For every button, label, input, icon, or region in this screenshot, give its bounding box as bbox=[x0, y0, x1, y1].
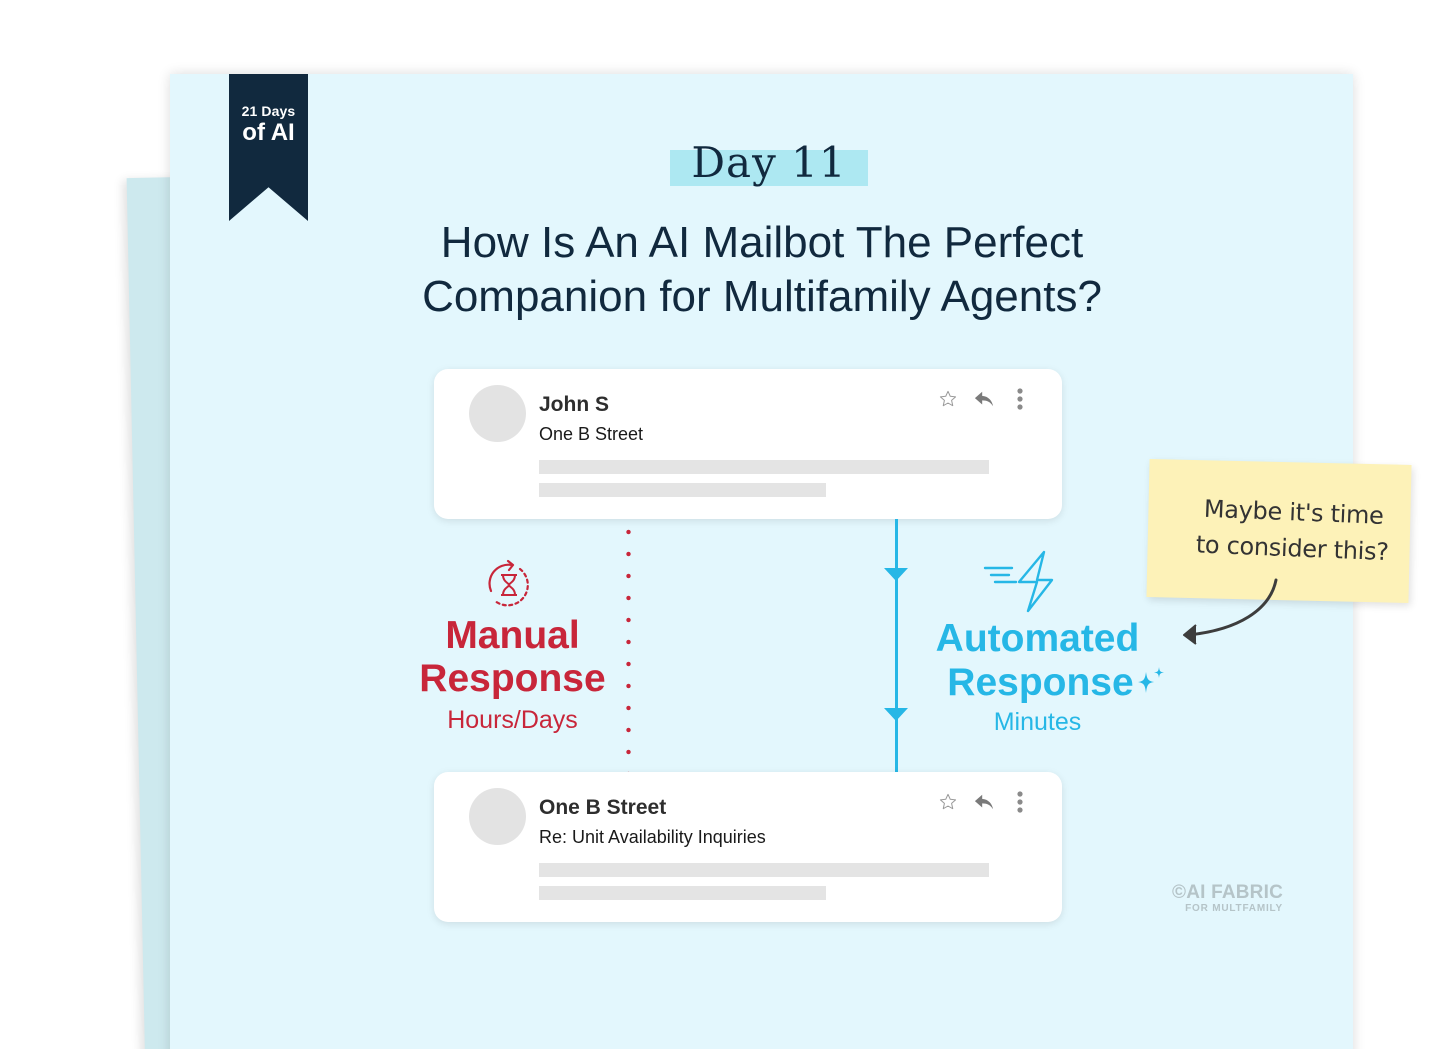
email-subject: Re: Unit Availability Inquiries bbox=[539, 827, 766, 847]
avatar bbox=[469, 788, 526, 845]
avatar bbox=[469, 385, 526, 442]
arrow-down-icon bbox=[884, 708, 908, 721]
email-actions bbox=[936, 790, 1032, 814]
automated-response-title: Automated Response bbox=[920, 617, 1155, 705]
watermark: ©AI FABRIC FOR MULTFAMILY bbox=[1172, 882, 1283, 914]
badge-line2: of AI bbox=[242, 119, 295, 146]
sticky-note-text: Maybe it's time to consider this? bbox=[1187, 490, 1400, 570]
auto-title-line1: Automated bbox=[935, 617, 1140, 660]
manual-response-title: Manual Response bbox=[400, 614, 625, 700]
email-preview-line bbox=[539, 863, 989, 877]
day-text: Day 11 bbox=[691, 138, 847, 187]
watermark-tagline: FOR MULTFAMILY bbox=[1185, 903, 1283, 914]
more-vertical-icon[interactable] bbox=[1008, 387, 1032, 411]
manual-response-duration: Hours/Days bbox=[447, 706, 578, 734]
automated-path-line bbox=[895, 519, 898, 773]
more-vertical-icon[interactable] bbox=[1008, 790, 1032, 814]
email-preview-line bbox=[539, 483, 826, 497]
email-sender: One B Street bbox=[539, 796, 667, 819]
sticky-line2: to consider this? bbox=[1195, 530, 1390, 567]
hourglass-refresh-icon bbox=[488, 559, 529, 607]
title-line2: Companion for Multifamily Agents? bbox=[422, 272, 1102, 321]
email-preview-line bbox=[539, 460, 989, 474]
email-actions bbox=[936, 387, 1032, 411]
reply-icon[interactable] bbox=[972, 790, 996, 814]
page-title: How Is An AI Mailbot The Perfect Compani… bbox=[330, 216, 1194, 324]
incoming-email-card[interactable]: John S One B Street bbox=[434, 369, 1062, 519]
day-highlight bbox=[670, 150, 868, 186]
watermark-brand: ©AI FABRIC bbox=[1172, 882, 1283, 903]
automated-response-duration: Minutes bbox=[993, 708, 1082, 736]
manual-title-line2: Response bbox=[419, 657, 606, 700]
lightning-fast-icon bbox=[983, 550, 1054, 613]
star-icon[interactable] bbox=[936, 790, 960, 814]
series-badge-ribbon: 21 Days of AI bbox=[229, 74, 308, 221]
reply-icon[interactable] bbox=[972, 387, 996, 411]
manual-title-line1: Manual bbox=[445, 614, 580, 657]
title-line1: How Is An AI Mailbot The Perfect bbox=[440, 218, 1084, 267]
email-sender: John S bbox=[539, 393, 610, 416]
reply-email-card[interactable]: One B Street Re: Unit Availability Inqui… bbox=[434, 772, 1062, 922]
badge-line1: 21 Days bbox=[241, 103, 296, 119]
day-label: Day 11 bbox=[670, 138, 868, 190]
curved-arrow-icon bbox=[1183, 578, 1278, 645]
email-subject: One B Street bbox=[539, 424, 644, 444]
manual-path-dotted-line bbox=[626, 521, 631, 773]
star-icon[interactable] bbox=[936, 387, 960, 411]
sparkle-icon bbox=[1138, 667, 1164, 693]
auto-title-line2: Response bbox=[947, 661, 1134, 704]
email-preview-line bbox=[539, 886, 826, 900]
arrow-down-icon bbox=[884, 568, 908, 581]
